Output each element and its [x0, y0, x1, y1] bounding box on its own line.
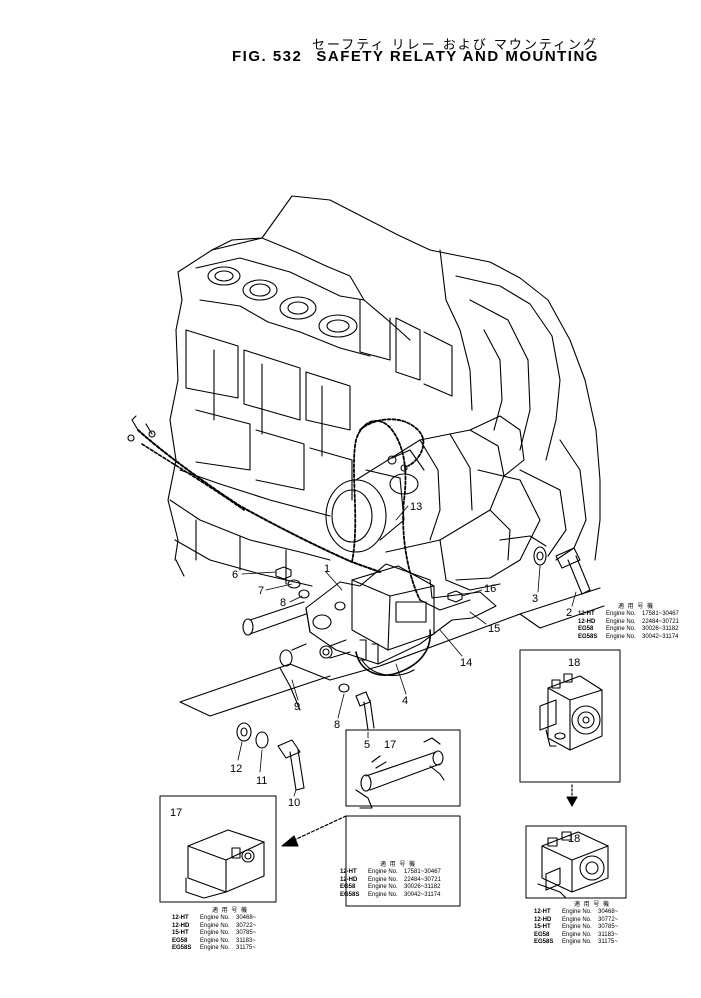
- leader-lines: [237, 505, 577, 797]
- callout-16: 16: [484, 583, 496, 595]
- callout-8-top: 8: [280, 597, 286, 609]
- inset-arrow-left-head: [281, 835, 299, 847]
- callout-6: 6: [232, 569, 238, 581]
- figure-number: FIG. 532: [232, 48, 303, 65]
- callout-4: 4: [402, 695, 408, 707]
- callout-3: 3: [532, 593, 538, 605]
- table-header: 適 用 号 機: [618, 604, 655, 610]
- callout-2: 2: [566, 607, 572, 619]
- figure-title-english: SAFETY RELATY AND MOUNTING: [316, 48, 599, 65]
- callout-13: 13: [410, 501, 422, 513]
- inset-relay-18-bottom: [525, 825, 627, 899]
- table-header: 適 用 号 機: [380, 862, 417, 868]
- callout-9: 9: [294, 701, 300, 713]
- engine-block: [167, 195, 601, 587]
- callout-7: 7: [258, 585, 264, 597]
- callout-labels: 6 7 8 1 13 16 3 2 15 14 4 9 8 5 12 11 10…: [170, 501, 580, 845]
- safety-relay-assembly: [242, 563, 497, 711]
- fasteners: [236, 546, 591, 791]
- callout-14: 14: [460, 657, 472, 669]
- callout-18-bottom: 18: [568, 833, 580, 845]
- callout-18-top: 18: [568, 657, 580, 669]
- callout-17-left: 17: [170, 807, 182, 819]
- inset-arrow-head: [566, 796, 578, 807]
- inset-relay-17-new: [159, 795, 277, 903]
- callout-1: 1: [324, 563, 330, 575]
- wiring-harness: [127, 415, 471, 611]
- callout-11: 11: [256, 775, 267, 787]
- figure-title: FIG. 532 SAFETY RELATY AND MOUNTING: [232, 48, 599, 65]
- callout-8-bottom: 8: [334, 719, 340, 731]
- table-header: 適 用 号 機: [574, 902, 611, 908]
- table-header: 適 用 号 機: [212, 908, 249, 914]
- starter-motor: [325, 415, 547, 591]
- frame-lines: [179, 587, 605, 717]
- figure-title-japanese: セーフティ リレー および マウンティング: [312, 38, 599, 53]
- callout-10: 10: [288, 797, 300, 809]
- callout-17-center: 17: [384, 739, 396, 751]
- inset-arrow-left: [289, 815, 347, 843]
- callout-15: 15: [488, 623, 500, 635]
- callout-5: 5: [364, 739, 370, 751]
- inset-relay-18-top: [519, 649, 621, 783]
- inset-relay-17-old: [345, 729, 461, 907]
- callout-12: 12: [230, 763, 242, 775]
